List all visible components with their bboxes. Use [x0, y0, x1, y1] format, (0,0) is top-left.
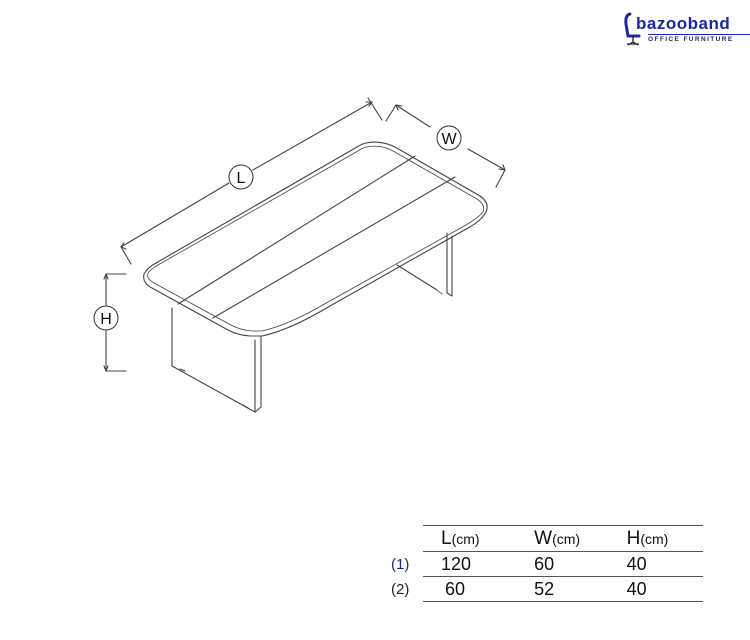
length-label: L: [228, 164, 254, 190]
height-dimension-line: [103, 273, 127, 372]
table-row: 60 52 40: [423, 576, 703, 602]
row2-width: 52: [534, 576, 627, 602]
row2-height: 40: [626, 576, 703, 602]
width-dimension-line: [385, 104, 506, 188]
dimensions-table: L(cm) W(cm) H(cm) 120 60 40 60 52 40: [423, 525, 703, 602]
brand-divider: [648, 34, 750, 35]
table-row: 120 60 40: [423, 551, 703, 577]
header-length: L(cm): [423, 525, 535, 552]
width-label-text: W: [441, 131, 457, 148]
row2-label: (2): [391, 581, 410, 598]
office-chair-icon: [624, 12, 641, 46]
length-dimension-line: [120, 97, 383, 265]
width-label: W: [436, 125, 462, 151]
back-leg: [396, 232, 453, 297]
header-width: W(cm): [534, 525, 627, 552]
row1-width: 60: [534, 551, 627, 577]
brand-name: bazooband: [636, 14, 731, 33]
row2-length: 60: [423, 576, 535, 602]
tabletop: [143, 141, 488, 337]
header-height: H(cm): [626, 525, 703, 552]
length-label-text: L: [237, 170, 246, 187]
brand-logo: bazooband OFFICE FURNITURE: [622, 12, 750, 52]
height-label: H: [93, 305, 119, 331]
row1-length: 120: [423, 551, 535, 577]
height-label-text: H: [100, 311, 112, 328]
front-leg: [171, 307, 262, 413]
brand-tagline: OFFICE FURNITURE: [648, 36, 734, 43]
row1-height: 40: [626, 551, 703, 577]
row1-label: (1): [391, 556, 410, 573]
table-header-row: L(cm) W(cm) H(cm): [423, 525, 703, 552]
